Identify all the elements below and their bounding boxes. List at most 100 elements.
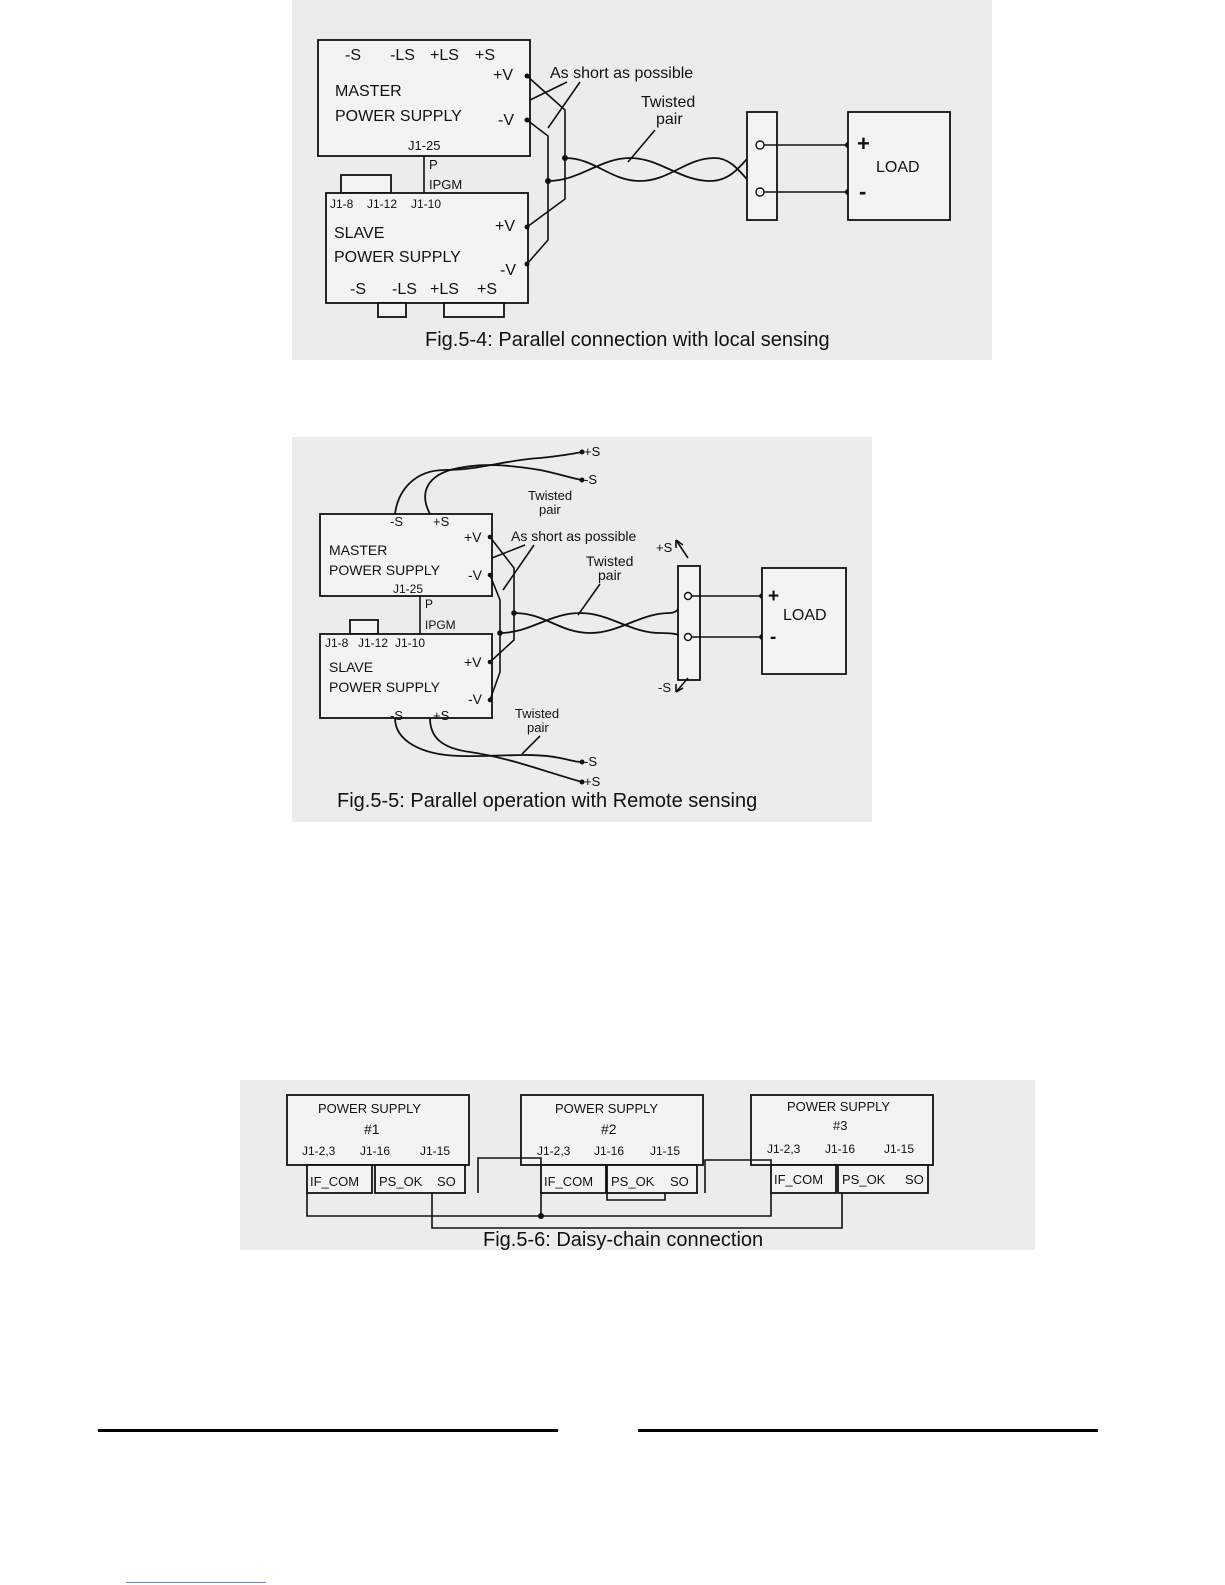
ps3-pin-1: J1-2,3 [767, 1142, 801, 1156]
twisted-top-2: pair [539, 502, 561, 517]
load-minus: - [859, 179, 866, 204]
twisted-bottom-2: pair [527, 720, 549, 735]
bottom-ps-label: +S [584, 774, 601, 789]
top-ms-label: -S [584, 472, 597, 487]
slave-box-remote [319, 633, 493, 719]
ps1-title: POWER SUPPLY [318, 1101, 421, 1116]
slave-pin-2: J1-12 [367, 197, 397, 211]
slave-title-remote: SLAVE [329, 659, 373, 675]
ps1-sig-ifcom: IF_COM [310, 1174, 359, 1189]
twisted-top-1: Twisted [528, 488, 572, 503]
footer-rule-left [98, 1429, 558, 1432]
twisted-label-2: pair [656, 111, 683, 128]
ps2-pin-3: J1-15 [650, 1144, 680, 1158]
slave-pin-2-remote: J1-12 [358, 636, 388, 650]
load-label-remote: LOAD [783, 607, 827, 624]
ps3-sig-so: SO [905, 1172, 924, 1187]
slave-term-2: -LS [392, 281, 417, 298]
master-title-remote: MASTER [329, 542, 387, 558]
p-label: P [429, 157, 438, 172]
footer-rule-right [638, 1429, 1098, 1432]
ps2-pin-2: J1-16 [594, 1144, 624, 1158]
ps2-title: POWER SUPPLY [555, 1101, 658, 1116]
right-ps-label: +S [656, 540, 673, 555]
master-subtitle-remote: POWER SUPPLY [329, 562, 441, 578]
ps2-sig-so: SO [670, 1174, 689, 1189]
master-subtitle: POWER SUPPLY [335, 108, 462, 125]
ps3-sig-ifcom: IF_COM [774, 1172, 823, 1187]
slave-ps-term: +S [433, 708, 450, 723]
load-plus-remote: + [768, 586, 779, 607]
slave-subtitle: POWER SUPPLY [334, 249, 461, 266]
right-ms-label: -S [658, 680, 671, 695]
ps1-sig-psok: PS_OK [379, 1174, 423, 1189]
slave-pin-1-remote: J1-8 [325, 636, 349, 650]
ipgm-label: IPGM [429, 177, 462, 192]
power-supply-2 [520, 1094, 704, 1166]
ps2-num: #2 [601, 1121, 617, 1137]
twisted-label-1: Twisted [641, 94, 695, 111]
ps2-sig-ifcom: IF_COM [544, 1174, 593, 1189]
master-title: MASTER [335, 83, 402, 100]
slave-ms-term: -S [390, 708, 403, 723]
short-as-possible-remote: As short as possible [511, 528, 636, 544]
ps1-pin-1: J1-2,3 [302, 1144, 336, 1158]
load-box [847, 111, 951, 221]
twisted-mid-2: pair [598, 567, 622, 583]
fig3-caption: Fig.5-6: Daisy-chain connection [483, 1229, 763, 1251]
master-j1-25-label: J1-25 [408, 138, 441, 153]
master-j125-remote: J1-25 [393, 582, 423, 596]
slave-subtitle-remote: POWER SUPPLY [329, 679, 441, 695]
master-term-3: +LS [430, 47, 459, 64]
ps1-pin-3: J1-15 [420, 1144, 450, 1158]
slave-pin-3: J1-10 [411, 197, 441, 211]
slave-neg-v-remote: -V [468, 691, 483, 707]
ps1-sig-so: SO [437, 1174, 456, 1189]
master-pos-v-label: +V [493, 67, 513, 84]
power-supply-3 [750, 1094, 934, 1166]
slave-term-1: -S [350, 281, 366, 298]
ps1-pin-2: J1-16 [360, 1144, 390, 1158]
slave-box [325, 192, 529, 304]
ps2-pin-1: J1-2,3 [537, 1144, 571, 1158]
ps3-title: POWER SUPPLY [787, 1099, 890, 1114]
ipgm-label-remote: IPGM [425, 618, 456, 632]
footer-link-underline [126, 1582, 266, 1583]
ps3-sig-psok: PS_OK [842, 1172, 886, 1187]
ps3-num: #3 [833, 1118, 847, 1133]
ps2-sig-psok: PS_OK [611, 1174, 655, 1189]
terminal-block-remote [677, 565, 701, 681]
load-box-remote [761, 567, 847, 675]
ps3-pin-3: J1-15 [884, 1142, 914, 1156]
slave-pos-v-remote: +V [464, 654, 482, 670]
master-term-1: -S [345, 47, 361, 64]
slave-title: SLAVE [334, 225, 384, 242]
slave-pos-v-label: +V [495, 218, 515, 235]
master-box-remote [319, 513, 493, 597]
master-term-4: +S [475, 47, 495, 64]
p-label-remote: P [425, 597, 433, 611]
fig2-caption: Fig.5-5: Parallel operation with Remote … [337, 790, 757, 812]
power-supply-1 [286, 1094, 470, 1166]
ps3-pin-2: J1-16 [825, 1142, 855, 1156]
master-ms-term: -S [390, 514, 403, 529]
load-plus: + [857, 131, 870, 156]
load-minus-remote: - [770, 627, 776, 648]
slave-pin-3-remote: J1-10 [395, 636, 425, 650]
master-box [317, 39, 531, 157]
twisted-mid-1: Twisted [586, 553, 633, 569]
slave-term-4: +S [477, 281, 497, 298]
master-neg-v-remote: -V [468, 567, 483, 583]
load-label: LOAD [876, 159, 920, 176]
master-pos-v-remote: +V [464, 529, 482, 545]
slave-neg-v-label: -V [500, 262, 516, 279]
master-term-2: -LS [390, 47, 415, 64]
twisted-bottom-1: Twisted [515, 706, 559, 721]
bottom-ms-label: -S [584, 754, 597, 769]
ps1-num: #1 [364, 1121, 380, 1137]
slave-pin-1: J1-8 [330, 197, 354, 211]
short-as-possible-label: As short as possible [550, 65, 693, 82]
